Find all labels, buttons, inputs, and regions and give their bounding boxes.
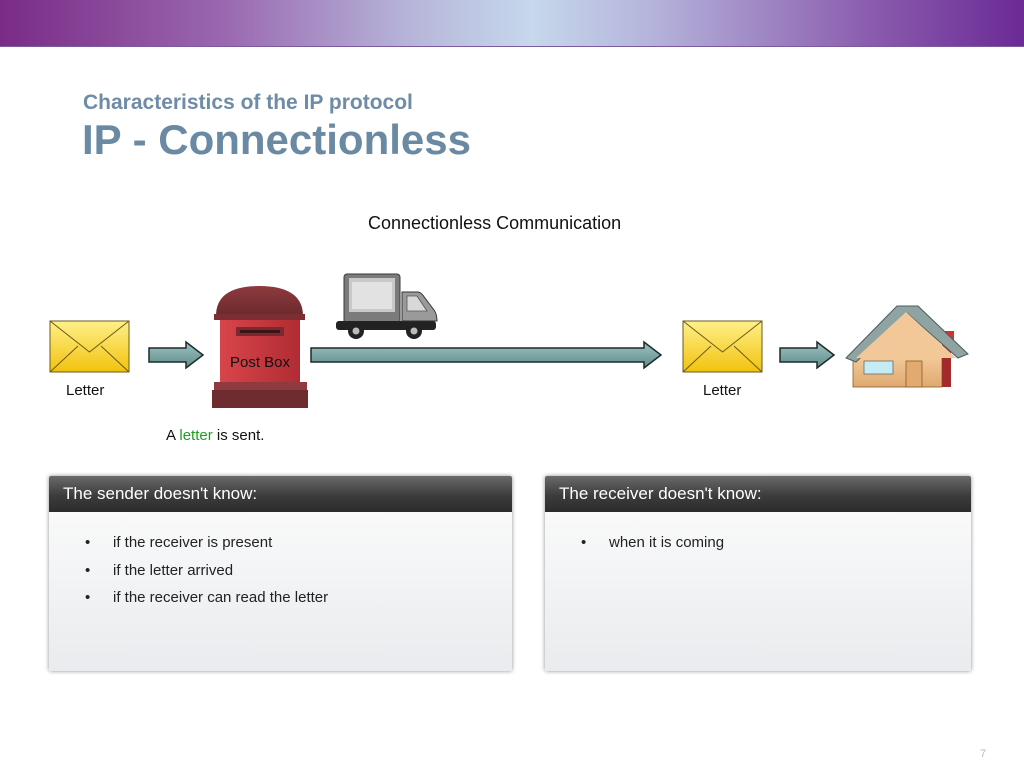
- arrow-icon-1: [148, 340, 205, 370]
- list-item-text: when it is coming: [609, 534, 725, 551]
- bullet-icon: •: [85, 534, 91, 551]
- house-icon: [845, 305, 969, 388]
- caption-highlight: letter: [179, 427, 213, 444]
- bullet-icon: •: [85, 589, 91, 606]
- postbox-label: Post Box: [229, 354, 291, 371]
- header-band: [0, 0, 1024, 47]
- diagram-title: Connectionless Communication: [368, 213, 622, 233]
- diagram-caption: A letter is sent.: [166, 427, 264, 444]
- sender-panel-header: The sender doesn't know:: [49, 476, 512, 512]
- sender-panel: The sender doesn't know: • if the receive…: [49, 476, 512, 671]
- list-item-text: if the receiver can read the letter: [113, 589, 329, 606]
- truck-icon: [336, 273, 438, 339]
- caption-part1: A: [166, 427, 180, 444]
- arrow-icon-3: [779, 340, 836, 370]
- receiver-panel-header: The receiver doesn't know:: [545, 476, 971, 512]
- postbox-icon: [212, 286, 308, 408]
- bullet-icon: •: [581, 534, 587, 551]
- list-item-text: if the letter arrived: [113, 561, 234, 579]
- envelope-icon-right: [682, 320, 763, 373]
- bullet-icon: •: [85, 561, 91, 579]
- slide-title: IP - Connectionless: [82, 116, 471, 163]
- list-item-text: if the receiver is present: [113, 534, 273, 551]
- sender-list: • if the receiver is present • if the lett…: [49, 512, 512, 617]
- envelope-icon-left: [49, 320, 130, 373]
- page-number: 7: [980, 748, 987, 760]
- letter-label-right: Letter: [703, 382, 742, 399]
- receiver-list: • when it is coming: [545, 512, 971, 562]
- diagram-graphic: [49, 273, 969, 408]
- list-item: • if the receiver can read the letter: [85, 589, 512, 617]
- list-item: • if the receiver is present: [85, 534, 512, 562]
- letter-label-left: Letter: [66, 382, 105, 399]
- caption-part2: is sent.: [212, 427, 265, 444]
- receiver-panel: The receiver doesn't know: • when it is c…: [545, 476, 971, 671]
- list-item: • if the letter arrived: [85, 562, 512, 590]
- list-item: • when it is coming: [581, 534, 971, 562]
- arrow-icon-long: [310, 340, 663, 370]
- slide-subtitle: Characteristics of the IP protocol: [83, 91, 413, 114]
